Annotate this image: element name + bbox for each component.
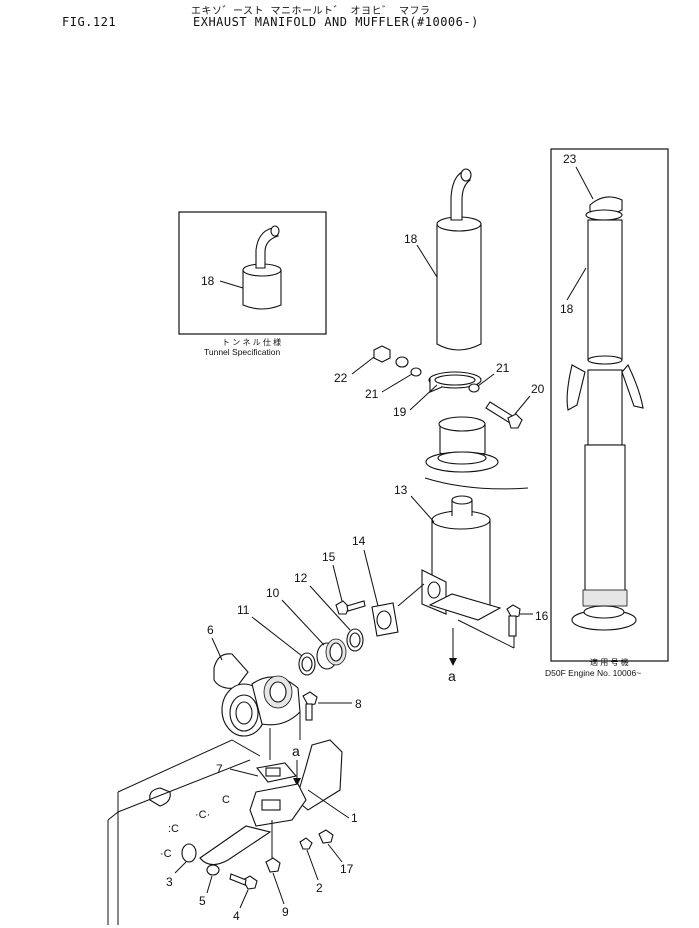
turbocharger-6-drawing [213,653,301,737]
manifold-1-drawing [199,739,343,866]
callout-21-right: 21 [496,361,510,375]
callout-1: 1 [351,811,358,825]
nut-22-drawing [373,345,422,377]
callout-16: 16 [535,609,549,623]
callout-18-main: 18 [404,232,418,246]
callout-a-upper: a [292,743,300,759]
engine-spec-label: D50F Engine No. 10006~ [545,668,641,678]
nut-9-drawing [265,857,281,873]
ring-12-inner [349,632,361,648]
callout-12: 12 [294,571,308,585]
nut-17-drawing [318,829,334,844]
washer-21-drawing [468,383,480,393]
callout-2: 2 [316,881,323,895]
figure-label: FIG.121 [62,15,117,29]
arrow-a-upper [293,778,301,786]
callout-5: 5 [199,894,206,908]
callout-21-left: 21 [365,387,379,401]
callout-17: 17 [340,862,354,876]
callout-a-lower: a [448,668,456,684]
engine-port-mark-3: C [222,794,230,806]
callout-9: 9 [282,905,289,919]
engine-port-mark-2: ·C· [195,809,210,821]
callout-7: 7 [216,762,223,776]
gasket-7-drawing [256,762,298,783]
tunnel-muffler-drawing [242,225,282,310]
engine-spec-inset-frame [550,148,669,662]
callout-18-inset: 18 [201,274,215,288]
callout-13: 13 [394,483,408,497]
callout-14: 14 [352,534,366,548]
washer-5-drawing [206,864,220,876]
engine-block-drawing: :C ·C· C ·C [107,739,261,925]
arrow-a-lower [449,658,457,666]
ring-11-inner [301,656,313,672]
diagram-title: EXHAUST MANIFOLD AND MUFFLER(#10006-) [193,15,479,29]
break-line [424,477,529,490]
adapter-sleeve-drawing [425,416,499,473]
callout-20: 20 [531,382,545,396]
tunnel-spec-inset-frame [178,211,327,335]
bolt-20-drawing [485,401,523,429]
callout-8: 8 [355,697,362,711]
engine-port-mark-1: :C [168,823,179,835]
callout-4: 4 [233,909,240,923]
callout-11: 11 [237,603,250,617]
bolt-16-drawing [506,604,521,637]
callout-19: 19 [393,405,407,419]
callout-10: 10 [266,586,280,600]
muffler-18-drawing [436,168,482,351]
ring-3-drawing [181,843,197,863]
nut-2-drawing [299,837,313,850]
callout-18-right: 18 [560,302,574,316]
vertical-stack-drawing [566,196,644,631]
callout-6: 6 [207,623,214,637]
callout-15: 15 [322,550,336,564]
bolt-8-drawing [302,691,318,721]
engine-spec-label-jp: 適 用 号 機 [590,657,629,667]
callout-3: 3 [166,875,173,889]
callout-22: 22 [334,371,348,385]
tunnel-spec-label: Tunnel Specification [204,347,281,357]
tunnel-spec-label-jp: ト ン ネ ル 仕 様 [222,337,281,347]
engine-port-mark-4: ·C [160,848,172,860]
ring-10-drawing [316,638,347,670]
japanese-title: エキソ゛ースト マニホールト゛ オヨヒ゛ マフラ [191,6,431,17]
bolt-4-drawing [229,873,258,890]
gasket-14-drawing [371,602,399,637]
muffler-body-13-drawing [421,495,502,621]
bolt-15-drawing [335,600,366,615]
callout-23: 23 [563,152,577,166]
